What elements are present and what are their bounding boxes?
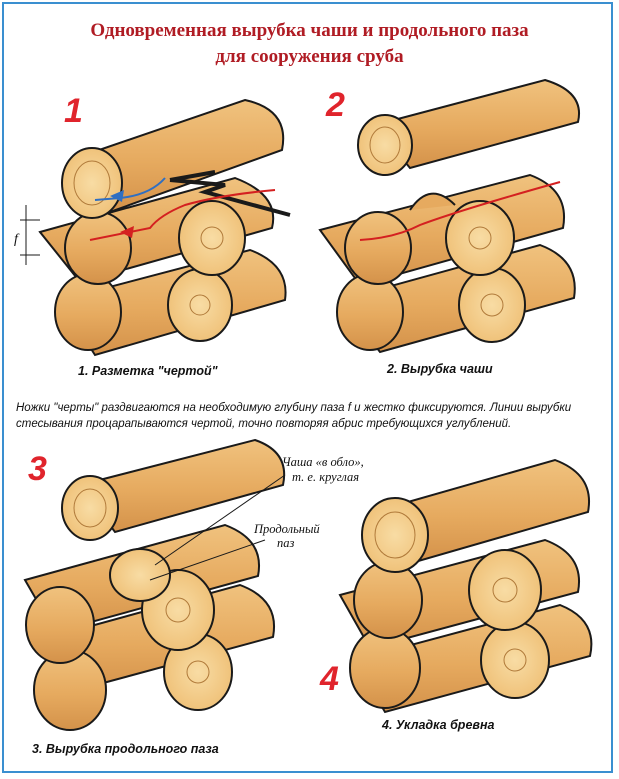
step-2-number: 2 [326, 86, 345, 124]
panel-2-logs [318, 78, 580, 354]
panel-2-red-mark-line [359, 181, 561, 241]
step-1-number: 1 [64, 92, 83, 130]
bowl-label-line-2: т. е. круглая [292, 470, 360, 484]
step-1-caption: 1. Разметка "чертой" [78, 364, 218, 378]
frame-border [2, 2, 613, 773]
panel-1-f-dimension [20, 205, 40, 265]
step-4-number: 4 [320, 660, 339, 698]
step-2-caption: 2. Вырубка чаши [387, 362, 493, 376]
title-line-1: Одновременная вырубка чаши и продольного… [90, 20, 529, 41]
instruction-note: Ножки "черты" раздвигаются на необходиму… [16, 402, 572, 430]
panel-1-red-arrow-icon [120, 226, 134, 238]
step-3-number: 3 [28, 450, 47, 488]
groove-label-line-2: паз [277, 536, 295, 550]
step-4-caption: 4. Укладка бревна [382, 718, 495, 732]
panel-3-logs [23, 438, 286, 731]
panel-1-red-mark-line [89, 189, 276, 241]
title-line-2: для сооружения сруба [215, 46, 404, 67]
groove-label-line-1: Продольный [254, 522, 320, 536]
bowl-label-line-1: Чаша «в обло», [282, 455, 364, 469]
f-depth-label: f [14, 232, 18, 247]
step-3-caption: 3. Вырубка продольного паза [32, 742, 219, 756]
panel-1-logs [38, 98, 291, 357]
panel-1-blue-arrow-icon [110, 190, 124, 202]
panel-3-leader-lines [149, 474, 286, 581]
panel-4-logs [338, 458, 593, 714]
